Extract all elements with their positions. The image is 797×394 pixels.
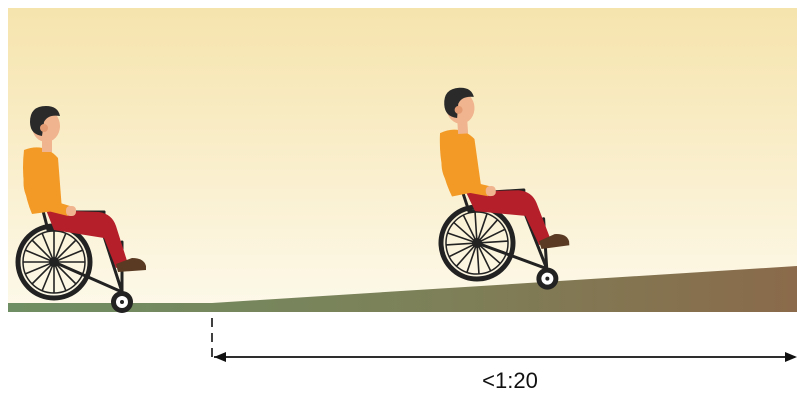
length-dimension-arrow — [214, 352, 797, 362]
slope-ratio-label: <1:20 — [470, 368, 550, 394]
